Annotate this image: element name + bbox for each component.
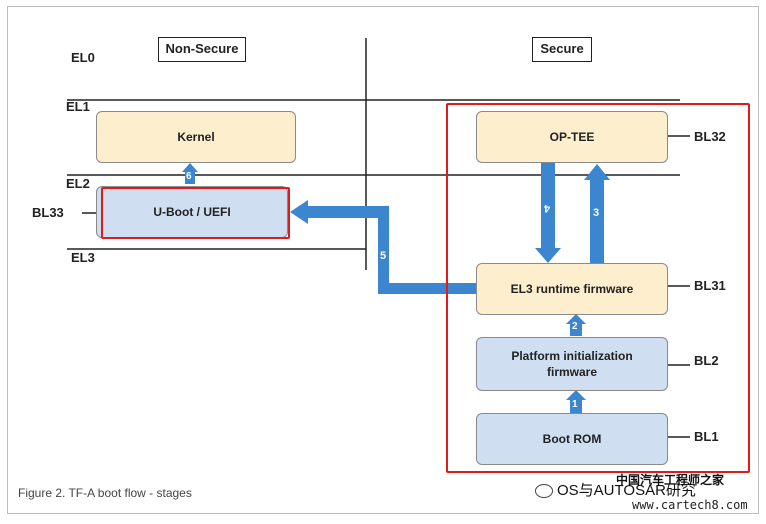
secure-world-highlight [446, 103, 750, 473]
uboot-box: U-Boot / UEFI [96, 186, 288, 238]
figure-frame [7, 6, 759, 514]
step-6-label: 6 [186, 171, 192, 182]
watermark-text: OS与AUTOSAR研究 [535, 479, 696, 500]
watermark-brand: 中国汽车工程师之家 [616, 473, 725, 487]
el0-label: EL0 [71, 50, 95, 65]
step-5-label: 5 [380, 250, 387, 262]
el2-label: EL2 [66, 176, 90, 191]
arrow-2 [566, 314, 586, 336]
bl2-label: BL2 [694, 353, 719, 368]
platform-init-box: Platform initialization firmware [476, 337, 668, 391]
platform-init-label: Platform initialization firmware [511, 349, 633, 379]
optee-label: OP-TEE [549, 130, 595, 144]
el1-label: EL1 [66, 99, 90, 114]
arrow-6 [182, 163, 198, 184]
kernel-label: Kernel [177, 130, 215, 144]
step-1-label: 1 [572, 399, 578, 410]
bl32-label: BL32 [694, 129, 726, 144]
wechat-icon [535, 484, 553, 499]
secure-header: Secure [532, 37, 592, 62]
el3-label: EL3 [71, 250, 95, 265]
bl1-label: BL1 [694, 429, 719, 444]
watermark-label: OS与AUTOSAR研究 [557, 482, 696, 499]
arrow-5 [290, 200, 478, 294]
arrow-1 [566, 390, 586, 414]
bl33-label: BL33 [32, 205, 64, 220]
step-2-label: 2 [572, 321, 578, 332]
watermark-site: www.cartech8.com [632, 498, 748, 512]
bl31-label: BL31 [694, 278, 726, 293]
uboot-label: U-Boot / UEFI [153, 205, 231, 219]
arrow-4 [535, 162, 561, 263]
boot-rom-box: Boot ROM [476, 413, 668, 465]
kernel-box: Kernel [96, 111, 296, 163]
step-3-label: 3 [593, 207, 600, 219]
uboot-highlight [101, 187, 290, 239]
arrow-3 [584, 164, 610, 264]
figure-caption: Figure 2. TF-A boot flow - stages [18, 486, 192, 500]
non-secure-header: Non-Secure [158, 37, 246, 62]
el3-runtime-box: EL3 runtime firmware [476, 263, 668, 315]
el3-runtime-label: EL3 runtime firmware [510, 282, 634, 296]
optee-box: OP-TEE [476, 111, 668, 163]
boot-rom-label: Boot ROM [542, 432, 602, 446]
